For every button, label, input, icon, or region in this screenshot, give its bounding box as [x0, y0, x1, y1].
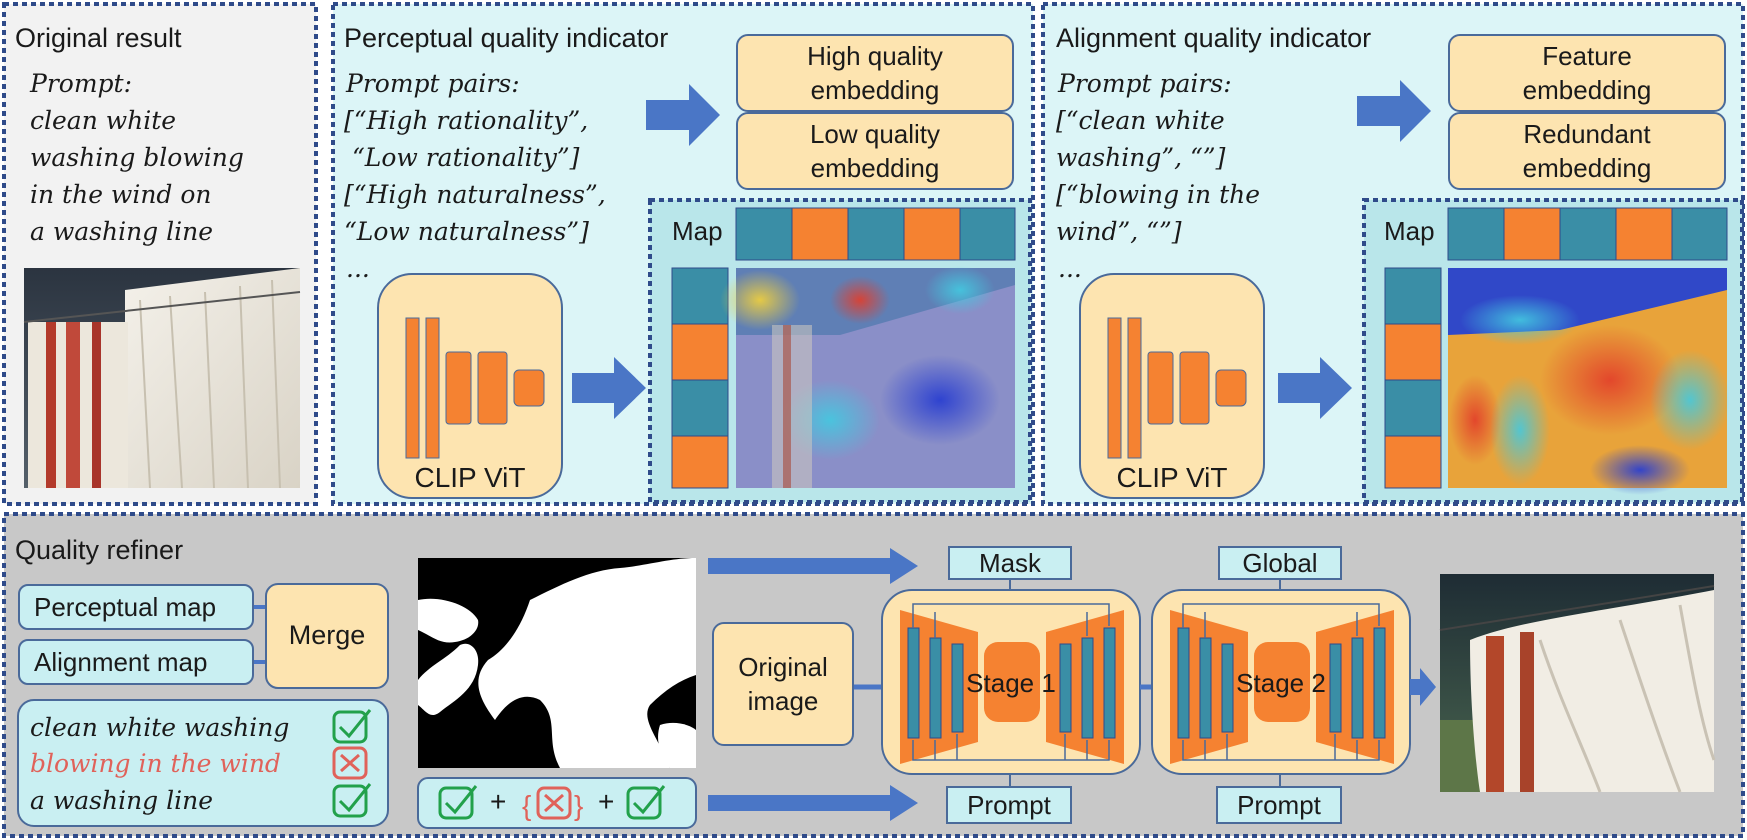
alignment-encoder-label: CLIP ViT: [1116, 462, 1228, 493]
perceptual-pair-line-2: “Low rationality”]: [344, 143, 580, 172]
original-prompt-line-4: a washing line: [30, 217, 214, 246]
alignment-map-side-bar: [1384, 267, 1442, 489]
svg-text:{: {: [522, 790, 531, 821]
perceptual-encoder-label: CLIP ViT: [414, 462, 526, 493]
perceptual-arrow-to-embeddings: [646, 84, 720, 146]
cross-icon-blowing-in-the-wind: [332, 746, 368, 780]
alignment-pair-line-1: [“clean white: [1056, 106, 1225, 135]
stage-2-arrow-to-output: [1410, 668, 1436, 706]
original-prompt-line-2: washing blowing: [30, 143, 244, 172]
prompt-tag-stage-2: Prompt: [1216, 786, 1342, 824]
formula-check-icon-2: [626, 785, 666, 820]
perceptual-pair-line-more: ...: [346, 254, 370, 283]
original-result-image: [23, 268, 301, 489]
perceptual-map-top-bar: [735, 207, 1016, 261]
original-image-block: Original image: [712, 622, 854, 746]
global-tag: Global: [1218, 546, 1342, 580]
perceptual-panel-title: Perceptual quality indicator: [344, 23, 669, 53]
stage-2-unet: [1151, 589, 1411, 775]
alignment-heatmap: [1448, 268, 1730, 495]
perceptual-pair-line-4: “Low naturalness”]: [344, 217, 589, 246]
original-prompt-label: Prompt:: [30, 69, 133, 98]
perceptual-map-box: Perceptual map: [18, 584, 254, 630]
merged-mask-image: [418, 558, 696, 768]
original-prompt-line-3: in the wind on: [30, 180, 212, 209]
stage-1-label: Stage 1: [966, 668, 1056, 698]
svg-text:}: }: [574, 790, 583, 821]
alignment-panel-title: Alignment quality indicator: [1056, 23, 1372, 53]
original-result-title: Original result: [15, 23, 182, 53]
formula-plus-2: +: [598, 786, 615, 817]
alignment-pair-line-2: washing”, “”]: [1056, 143, 1226, 172]
check-icon-a-washing-line: [332, 783, 372, 818]
alignment-map-top-bar: [1447, 207, 1728, 261]
quality-refiner-title: Quality refiner: [15, 535, 184, 565]
perceptual-pair-line-3: [“High naturalness”,: [344, 180, 606, 209]
check-text-blowing-in-the-wind: blowing in the wind: [30, 749, 281, 778]
alignment-pair-line-4: wind”, “”]: [1056, 217, 1182, 246]
prompt-tag-stage-1: Prompt: [946, 786, 1072, 824]
perceptual-map-side-bar: [671, 267, 729, 489]
perceptual-pairs-label: Prompt pairs:: [346, 69, 520, 98]
perceptual-heatmap: [720, 266, 1015, 488]
stage-1-unet: [881, 589, 1141, 775]
check-formula-box: [417, 777, 697, 829]
check-text-clean-white-washing: clean white washing: [30, 713, 290, 742]
low-quality-embedding: Low quality embedding: [736, 112, 1014, 190]
mask-arrow-to-stage: [708, 548, 918, 584]
high-quality-embedding: High quality embedding: [736, 34, 1014, 112]
formula-check-icon-1: [438, 785, 478, 820]
alignment-pairs-label: Prompt pairs:: [1058, 69, 1232, 98]
alignment-map-label: Map: [1384, 216, 1435, 246]
check-text-a-washing-line: a washing line: [30, 786, 214, 815]
refined-output-image: [1439, 574, 1716, 793]
alignment-arrow-to-map: [1278, 357, 1352, 419]
perceptual-pair-line-1: [“High rationality”,: [344, 106, 589, 135]
perceptual-arrow-to-map: [572, 357, 646, 419]
original-prompt-line-1: clean white: [30, 106, 177, 135]
prompt-arrow-to-stage: [708, 785, 918, 821]
prompt-checklist: [17, 699, 389, 827]
alignment-arrow-to-embeddings: [1357, 80, 1431, 142]
merge-block: [265, 583, 389, 689]
check-icon-clean-white-washing: [332, 709, 372, 744]
formula-plus-1: +: [490, 786, 507, 817]
feature-embedding: Feature embedding: [1448, 34, 1726, 112]
stage-2-label: Stage 2: [1236, 668, 1326, 698]
alignment-encoder-layers: [1107, 317, 1247, 459]
perceptual-map-label: Map: [672, 216, 723, 246]
formula-cross-icon: { }: [522, 786, 583, 821]
perceptual-encoder-layers: [405, 317, 545, 459]
alignment-pair-line-3: [“blowing in the: [1056, 180, 1261, 209]
alignment-map-box: Alignment map: [18, 639, 254, 685]
merge-label: Merge: [288, 620, 366, 650]
redundant-embedding: Redundant embedding: [1448, 112, 1726, 190]
alignment-pair-line-more: ...: [1058, 254, 1082, 283]
mask-tag: Mask: [948, 546, 1072, 580]
